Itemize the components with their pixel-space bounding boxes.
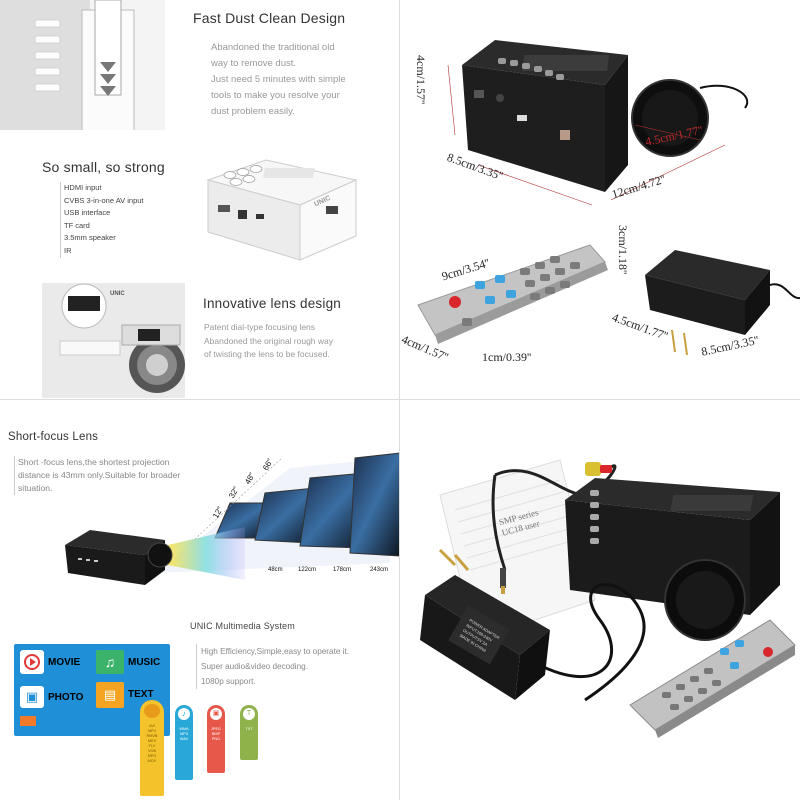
audio-note-icon: ♪ xyxy=(178,708,190,720)
tile-movie-label: MOVIE xyxy=(48,657,81,668)
audio-format-tag: ♪ WMA MP3 WAV xyxy=(175,705,193,780)
adapter-height-label: 3cm/1.18'' xyxy=(616,225,630,275)
format-list: AVI MP4 RMVB MKV FLV VOB MPG MOV xyxy=(140,724,164,764)
format-list: JPEG BMP PNG xyxy=(207,727,225,742)
lens-description: Patent dial-type focusing lens Abandoned… xyxy=(204,321,333,362)
format-item: TXT xyxy=(245,727,253,731)
format-item: WMA xyxy=(179,727,189,731)
format-item: BMP xyxy=(211,732,221,736)
format-item: MKV xyxy=(147,739,157,743)
image-format-tag: ▣ JPEG BMP PNG xyxy=(207,705,225,773)
feature-item: HDMI input xyxy=(64,183,102,192)
format-list: WMA MP3 WAV xyxy=(175,727,193,742)
format-item: MP4 xyxy=(148,729,156,733)
feature-list: HDMI input CVBS 3-in-one AV input USB in… xyxy=(60,182,144,258)
usb-icon xyxy=(20,716,36,726)
format-item: JPEG xyxy=(211,727,221,731)
lens-line: Abandoned the original rough way xyxy=(204,335,334,346)
distance-label: 243cm xyxy=(370,567,389,573)
dust-line: dust problem easily. xyxy=(211,106,295,117)
format-item: PNG xyxy=(211,737,221,741)
video-face-icon xyxy=(144,704,160,718)
video-format-tag: AVI MP4 RMVB MKV FLV VOB MPG MOV xyxy=(140,700,164,796)
feature-item: CVBS 3-in-one AV input xyxy=(64,195,144,205)
text-tile-icon: ▤ xyxy=(96,682,124,708)
lens-photo: UNIC xyxy=(42,283,185,398)
lens-illustration xyxy=(42,283,185,398)
multimedia-line: Super audio&video decoding. xyxy=(201,662,308,671)
lens-line: Patent dial-type focusing lens xyxy=(204,322,316,332)
package-contents-illustration xyxy=(420,459,796,738)
small-strong-title: So small, so strong xyxy=(42,159,165,175)
multimedia-description: High Efficiency,Simple,easy to operate i… xyxy=(196,644,349,689)
text-icon: T xyxy=(243,708,255,720)
dimension-illustration xyxy=(417,40,800,356)
format-item: MPG xyxy=(147,754,157,758)
white-projector-photo: UNIC xyxy=(196,150,366,265)
adapter-body xyxy=(645,250,800,356)
projection-screens-illustration xyxy=(155,452,400,573)
short-focus-title: Short-focus Lens xyxy=(8,431,99,443)
lens-photo-brand: UNIC xyxy=(110,291,125,297)
dust-title: Fast Dust Clean Design xyxy=(193,10,346,26)
horizontal-divider xyxy=(0,399,800,400)
distance-label: 48cm xyxy=(268,567,283,573)
quadrant-lens-multimedia: Short-focus Lens Short -focus lens,the s… xyxy=(0,400,400,800)
distance-label: 122cm xyxy=(298,567,317,573)
format-item: RMVB xyxy=(146,734,158,738)
lens-line: of twisting the lens to be focused. xyxy=(204,349,330,359)
multimedia-panel: MOVIE ♫ MUSIC ▣ PHOTO ▤ TEXT xyxy=(14,644,170,736)
feature-item: USB interface xyxy=(64,208,111,218)
tile-text-label: TEXT xyxy=(128,689,154,700)
format-item: MOV xyxy=(147,759,157,763)
dust-cover-photo xyxy=(0,0,165,136)
image-icon: ▣ xyxy=(210,708,222,720)
format-item: VOB xyxy=(147,749,157,753)
vertical-divider xyxy=(399,0,400,800)
quadrant-dimensions: 4cm/1.57'' 8.5cm/3.35'' 12cm/4.72'' 4.5c… xyxy=(400,0,800,400)
format-item: WAV xyxy=(179,737,189,741)
white-projector-illustration xyxy=(206,159,358,261)
dust-line: way to remove dust. xyxy=(211,58,297,69)
short-focus-line: situation. xyxy=(18,483,53,493)
photo-tile-icon: ▣ xyxy=(20,686,44,708)
dust-cover-illustration xyxy=(0,0,165,136)
dust-line: Just need 5 minutes with simple xyxy=(211,74,346,85)
dust-description: Abandoned the traditional old way to rem… xyxy=(211,40,346,120)
text-format-tag: T TXT xyxy=(240,705,258,760)
distance-label: 178cm xyxy=(333,567,352,573)
quadrant-package-contents: SMP series UC18 user POWER ADAPTER INPUT… xyxy=(400,400,800,800)
lens-title: Innovative lens design xyxy=(203,296,341,311)
projector-body xyxy=(462,40,749,192)
feature-item: IR xyxy=(64,245,72,255)
short-focus-description: Short -focus lens,the shortest projectio… xyxy=(14,456,180,495)
remote-thickness-label: 1cm/0.39'' xyxy=(482,350,532,364)
projector-height-label: 4cm/1.57'' xyxy=(414,55,428,105)
tile-music-label: MUSIC xyxy=(128,657,161,668)
music-tile-icon: ♫ xyxy=(96,650,124,674)
format-item: AVI xyxy=(149,724,155,728)
movie-tile-icon xyxy=(20,650,44,674)
dust-line: Abandoned the traditional old xyxy=(211,42,335,53)
multimedia-line: High Efficiency,Simple,easy to operate i… xyxy=(201,647,350,656)
multimedia-title: UNIC Multimedia System xyxy=(190,621,295,631)
multimedia-line: 1080p support. xyxy=(201,677,256,686)
projector-beam-illustration xyxy=(65,527,245,585)
format-item: MP3 xyxy=(180,732,188,736)
format-list: TXT xyxy=(240,727,258,732)
tile-photo-label: PHOTO xyxy=(48,692,84,703)
quadrant-features: Fast Dust Clean Design Abandoned the tra… xyxy=(0,0,400,400)
dust-line: tools to make you resolve your xyxy=(211,90,340,101)
short-focus-line: distance is 43mm only.Suitable for broad… xyxy=(18,470,181,480)
format-item: FLV xyxy=(148,744,156,748)
feature-item: TF card xyxy=(64,220,90,230)
feature-item: 3.5mm speaker xyxy=(64,233,116,243)
short-focus-line: Short -focus lens,the shortest projectio… xyxy=(18,457,170,467)
remote-body xyxy=(417,244,608,344)
